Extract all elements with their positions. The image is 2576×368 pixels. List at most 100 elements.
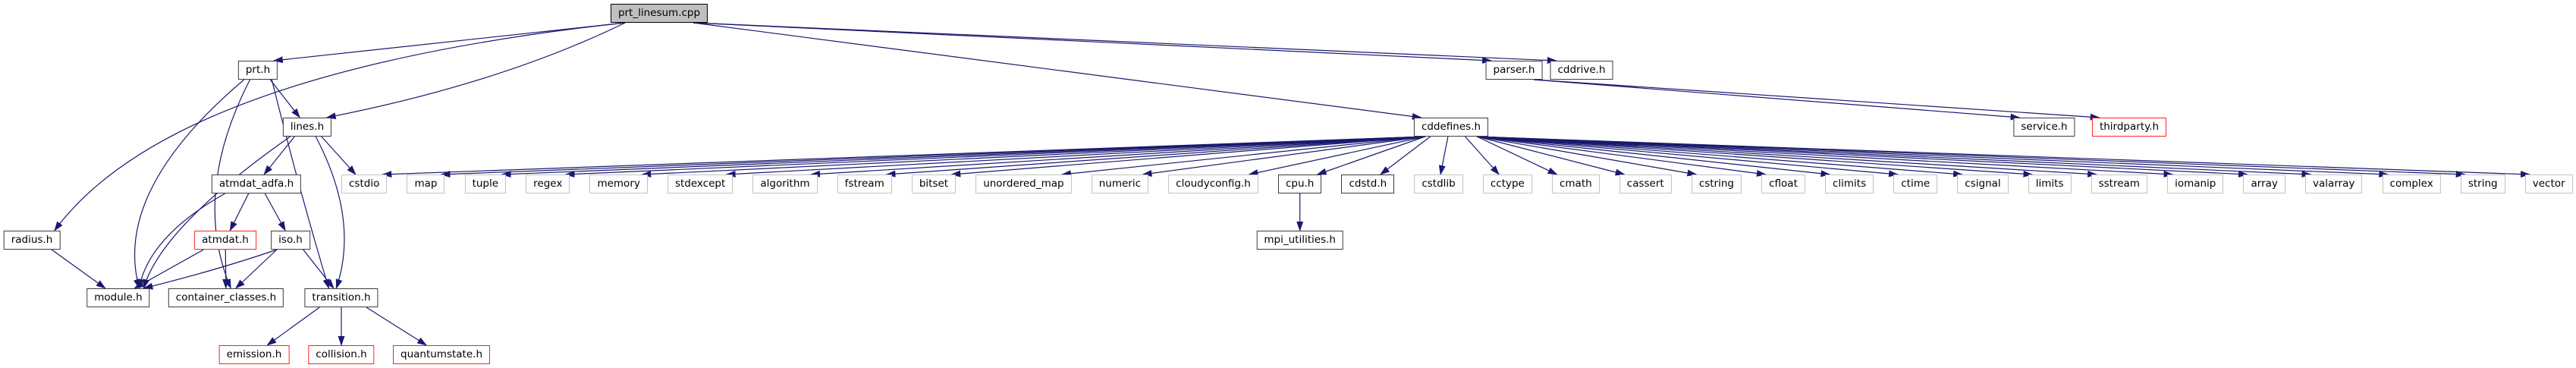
edge-cddefines-h-to-memory [641, 136, 1425, 178]
node-prt-h[interactable]: prt.h [237, 61, 278, 80]
edge-parser-h-to-service-h [1534, 79, 2021, 121]
node-complex: complex [2382, 175, 2441, 193]
node-memory: memory [589, 175, 648, 193]
node-ctime: ctime [1893, 175, 1938, 193]
edge-cddefines-h-to-stdexcept [725, 136, 1425, 178]
edge-transition-h-to-quantumstate-h [366, 307, 428, 346]
edge-radius-h-to-module-h [51, 249, 106, 289]
edge-cddefines-h-to-fstream [885, 136, 1425, 178]
node-prt-linesum-cpp[interactable]: prt_linesum.cpp [610, 4, 708, 23]
node-iso-h[interactable]: iso.h [271, 231, 310, 250]
node-climits: climits [1824, 175, 1874, 193]
node-cstring: cstring [1691, 175, 1742, 193]
edge-cddefines-h-to-cstdlib [1438, 136, 1449, 175]
edge-atmdat-adfa-h-to-iso-h [264, 193, 286, 231]
edge-iso-h-to-transition-h [303, 249, 335, 289]
node-array: array [2243, 175, 2285, 193]
edge-prt-linesum-cpp-to-cddefines-h [693, 22, 1422, 120]
edge-atmdat-h-to-module-h [134, 249, 204, 289]
edge-cddefines-h-to-numeric [1142, 136, 1425, 177]
node-cdstd-h[interactable]: cdstd.h [1341, 175, 1395, 193]
node-cctype: cctype [1482, 175, 1532, 193]
node-transition-h[interactable]: transition.h [304, 288, 379, 307]
node-cassert: cassert [1619, 175, 1672, 193]
edge-lines-h-to-module-h [143, 136, 291, 289]
node-limits: limits [2028, 175, 2072, 193]
edge-lines-h-to-transition-h [315, 136, 345, 289]
node-vector: vector [2524, 175, 2573, 193]
edge-lines-h-to-atmdat-adfa-h [263, 136, 295, 175]
edge-cddefines-h-to-array [1477, 136, 2249, 178]
node-cstdio: cstdio [341, 175, 388, 193]
edge-cddefines-h-to-cdstd-h [1380, 136, 1431, 175]
edge-cddefines-h-to-complex [1477, 136, 2389, 178]
node-valarray: valarray [2305, 175, 2363, 193]
node-regex: regex [526, 175, 570, 193]
edge-cddefines-h-to-climits [1477, 136, 1831, 178]
node-numeric: numeric [1091, 175, 1149, 193]
edge-prt-linesum-cpp-to-prt-h [272, 22, 626, 64]
node-iomanip: iomanip [2167, 175, 2224, 193]
node-cstdlib: cstdlib [1414, 175, 1463, 193]
node-quantumstate-h[interactable]: quantumstate.h [393, 345, 490, 364]
edge-cddefines-h-to-cmath [1477, 136, 1558, 175]
node-map: map [407, 175, 445, 193]
edge-atmdat-adfa-h-to-module-h [137, 193, 225, 289]
edge-cddefines-h-to-ctime [1477, 136, 1899, 178]
edge-cddefines-h-to-sstream [1477, 136, 2098, 178]
node-cloudyconfig-h: cloudyconfig.h [1168, 175, 1258, 193]
edge-cddefines-h-to-tuple [501, 136, 1425, 178]
node-cfloat: cfloat [1761, 175, 1805, 193]
node-emission-h[interactable]: emission.h [218, 345, 290, 364]
edge-cddefines-h-to-valarray [1477, 136, 2312, 178]
edge-cddefines-h-to-iomanip [1477, 136, 2174, 178]
node-stdexcept: stdexcept [667, 175, 734, 193]
edge-cddefines-h-to-cctype [1465, 136, 1500, 175]
edge-prt-linesum-cpp-to-lines-h [325, 22, 626, 120]
node-cpu-h[interactable]: cpu.h [1277, 175, 1322, 193]
node-cddrive-h[interactable]: cddrive.h [1550, 61, 1613, 80]
edge-prt-h-to-lines-h [269, 79, 300, 118]
node-string: string [2460, 175, 2505, 193]
node-module-h[interactable]: module.h [86, 288, 150, 307]
edge-parser-h-to-thirdparty-h [1534, 79, 2100, 121]
node-fstream: fstream [837, 175, 892, 193]
edge-iso-h-to-module-h [143, 249, 278, 290]
edge-cddefines-h-to-cassert [1477, 136, 1626, 176]
node-cmath: cmath [1551, 175, 1600, 193]
edge-cddefines-h-to-cstring [1477, 136, 1698, 177]
node-mpi-utilities-h[interactable]: mpi_utilities.h [1256, 231, 1343, 250]
node-parser-h[interactable]: parser.h [1485, 61, 1543, 80]
edge-iso-h-to-container-classes-h [235, 249, 278, 289]
edge-cddefines-h-to-algorithm [810, 136, 1425, 178]
edge-cddefines-h-to-regex [564, 136, 1425, 178]
node-container-classes-h[interactable]: container_classes.h [168, 288, 284, 307]
edge-cddefines-h-to-bitset [950, 136, 1425, 178]
node-thirdparty-h[interactable]: thirdparty.h [2091, 118, 2167, 137]
edge-prt-linesum-cpp-to-parser-h [693, 22, 1493, 64]
node-lines-h[interactable]: lines.h [282, 118, 332, 137]
node-unordered-map: unordered_map [975, 175, 1072, 193]
node-cddefines-h[interactable]: cddefines.h [1413, 118, 1489, 137]
node-radius-h[interactable]: radius.h [3, 231, 61, 250]
node-tuple: tuple [464, 175, 507, 193]
node-service-h[interactable]: service.h [2013, 118, 2075, 137]
edge-atmdat-adfa-h-to-atmdat-h [229, 193, 250, 231]
edge-prt-h-to-module-h [134, 79, 245, 289]
edge-cddefines-h-to-cloudyconfig-h [1248, 136, 1425, 176]
edge-cddefines-h-to-csignal [1477, 136, 1964, 178]
edge-cddefines-h-to-unordered-map [1060, 136, 1425, 178]
node-collision-h[interactable]: collision.h [308, 345, 375, 364]
edge-prt-linesum-cpp-to-cddrive-h [693, 22, 1557, 64]
node-atmdat-adfa-h[interactable]: atmdat_adfa.h [211, 175, 302, 193]
edge-transition-h-to-emission-h [266, 307, 320, 346]
node-atmdat-h[interactable]: atmdat.h [194, 231, 256, 250]
edge-atmdat-h-to-container-classes-h [222, 249, 230, 289]
node-bitset: bitset [911, 175, 957, 193]
node-csignal: csignal [1957, 175, 2009, 193]
edge-cddefines-h-to-vector [1477, 136, 2531, 178]
edge-prt-linesum-cpp-to-radius-h [54, 22, 626, 231]
